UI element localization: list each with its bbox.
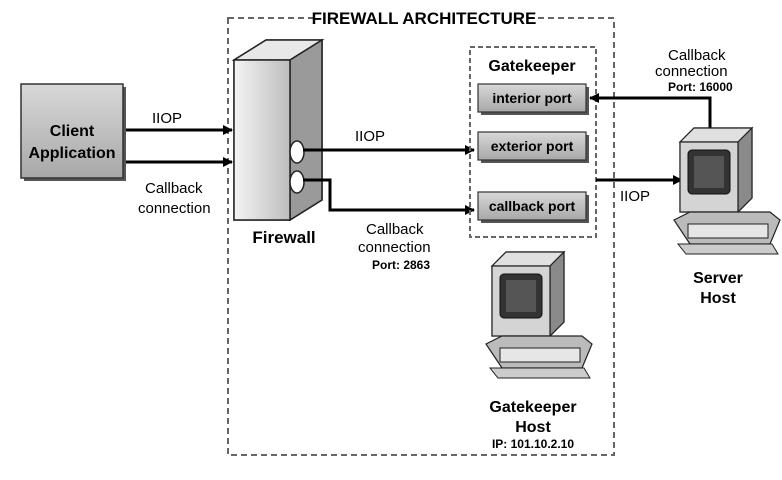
server-callback-arrow xyxy=(589,93,712,128)
diagram-title: FIREWALL ARCHITECTURE xyxy=(312,9,537,28)
server-callback-label-2: connection xyxy=(655,63,728,80)
client-label-line2: Application xyxy=(28,145,115,162)
interior-port-label: interior port xyxy=(492,90,572,106)
client-label-line1: Client xyxy=(50,123,95,140)
client-callback-label-1: Callback xyxy=(145,180,203,197)
server-host-label-line2: Host xyxy=(700,290,736,307)
firewall-callback-label-1: Callback xyxy=(366,221,424,238)
firewall-iiop-label: IIOP xyxy=(355,128,385,145)
firewall-callback-label-2: connection xyxy=(358,239,431,256)
firewall-label: Firewall xyxy=(252,228,315,247)
gatekeeper-boundary xyxy=(469,46,597,238)
gatekeeper-host-label-line1: Gatekeeper xyxy=(489,399,576,416)
gatekeeper-title: Gatekeeper xyxy=(488,58,575,75)
server-host-computer-icon xyxy=(673,126,781,255)
exterior-port-box: exterior port xyxy=(477,131,589,163)
client-application-box: Client Application xyxy=(20,83,126,181)
firewall-callback-port: Port: 2863 xyxy=(372,258,430,272)
title-bg xyxy=(318,8,530,28)
callback-port-box: callback port xyxy=(477,191,589,223)
client-callback-label-2: connection xyxy=(138,200,211,217)
interior-port-box: interior port xyxy=(477,83,589,115)
client-iiop-label: IIOP xyxy=(152,110,182,127)
server-callback-port: Port: 16000 xyxy=(668,80,733,94)
server-callback-label-1: Callback xyxy=(668,47,726,64)
firewall-icon xyxy=(231,38,325,222)
server-host-label-line1: Server xyxy=(693,270,743,287)
gatekeeper-host-label-line2: Host xyxy=(515,419,551,436)
gatekeeper-host-ip: IP: 101.10.2.10 xyxy=(492,437,574,451)
callback-port-label: callback port xyxy=(489,198,576,214)
server-iiop-label: IIOP xyxy=(620,188,650,205)
gatekeeper-host-computer-icon xyxy=(485,250,593,379)
exterior-port-label: exterior port xyxy=(491,138,574,154)
firewall-callback-arrow xyxy=(303,178,475,215)
